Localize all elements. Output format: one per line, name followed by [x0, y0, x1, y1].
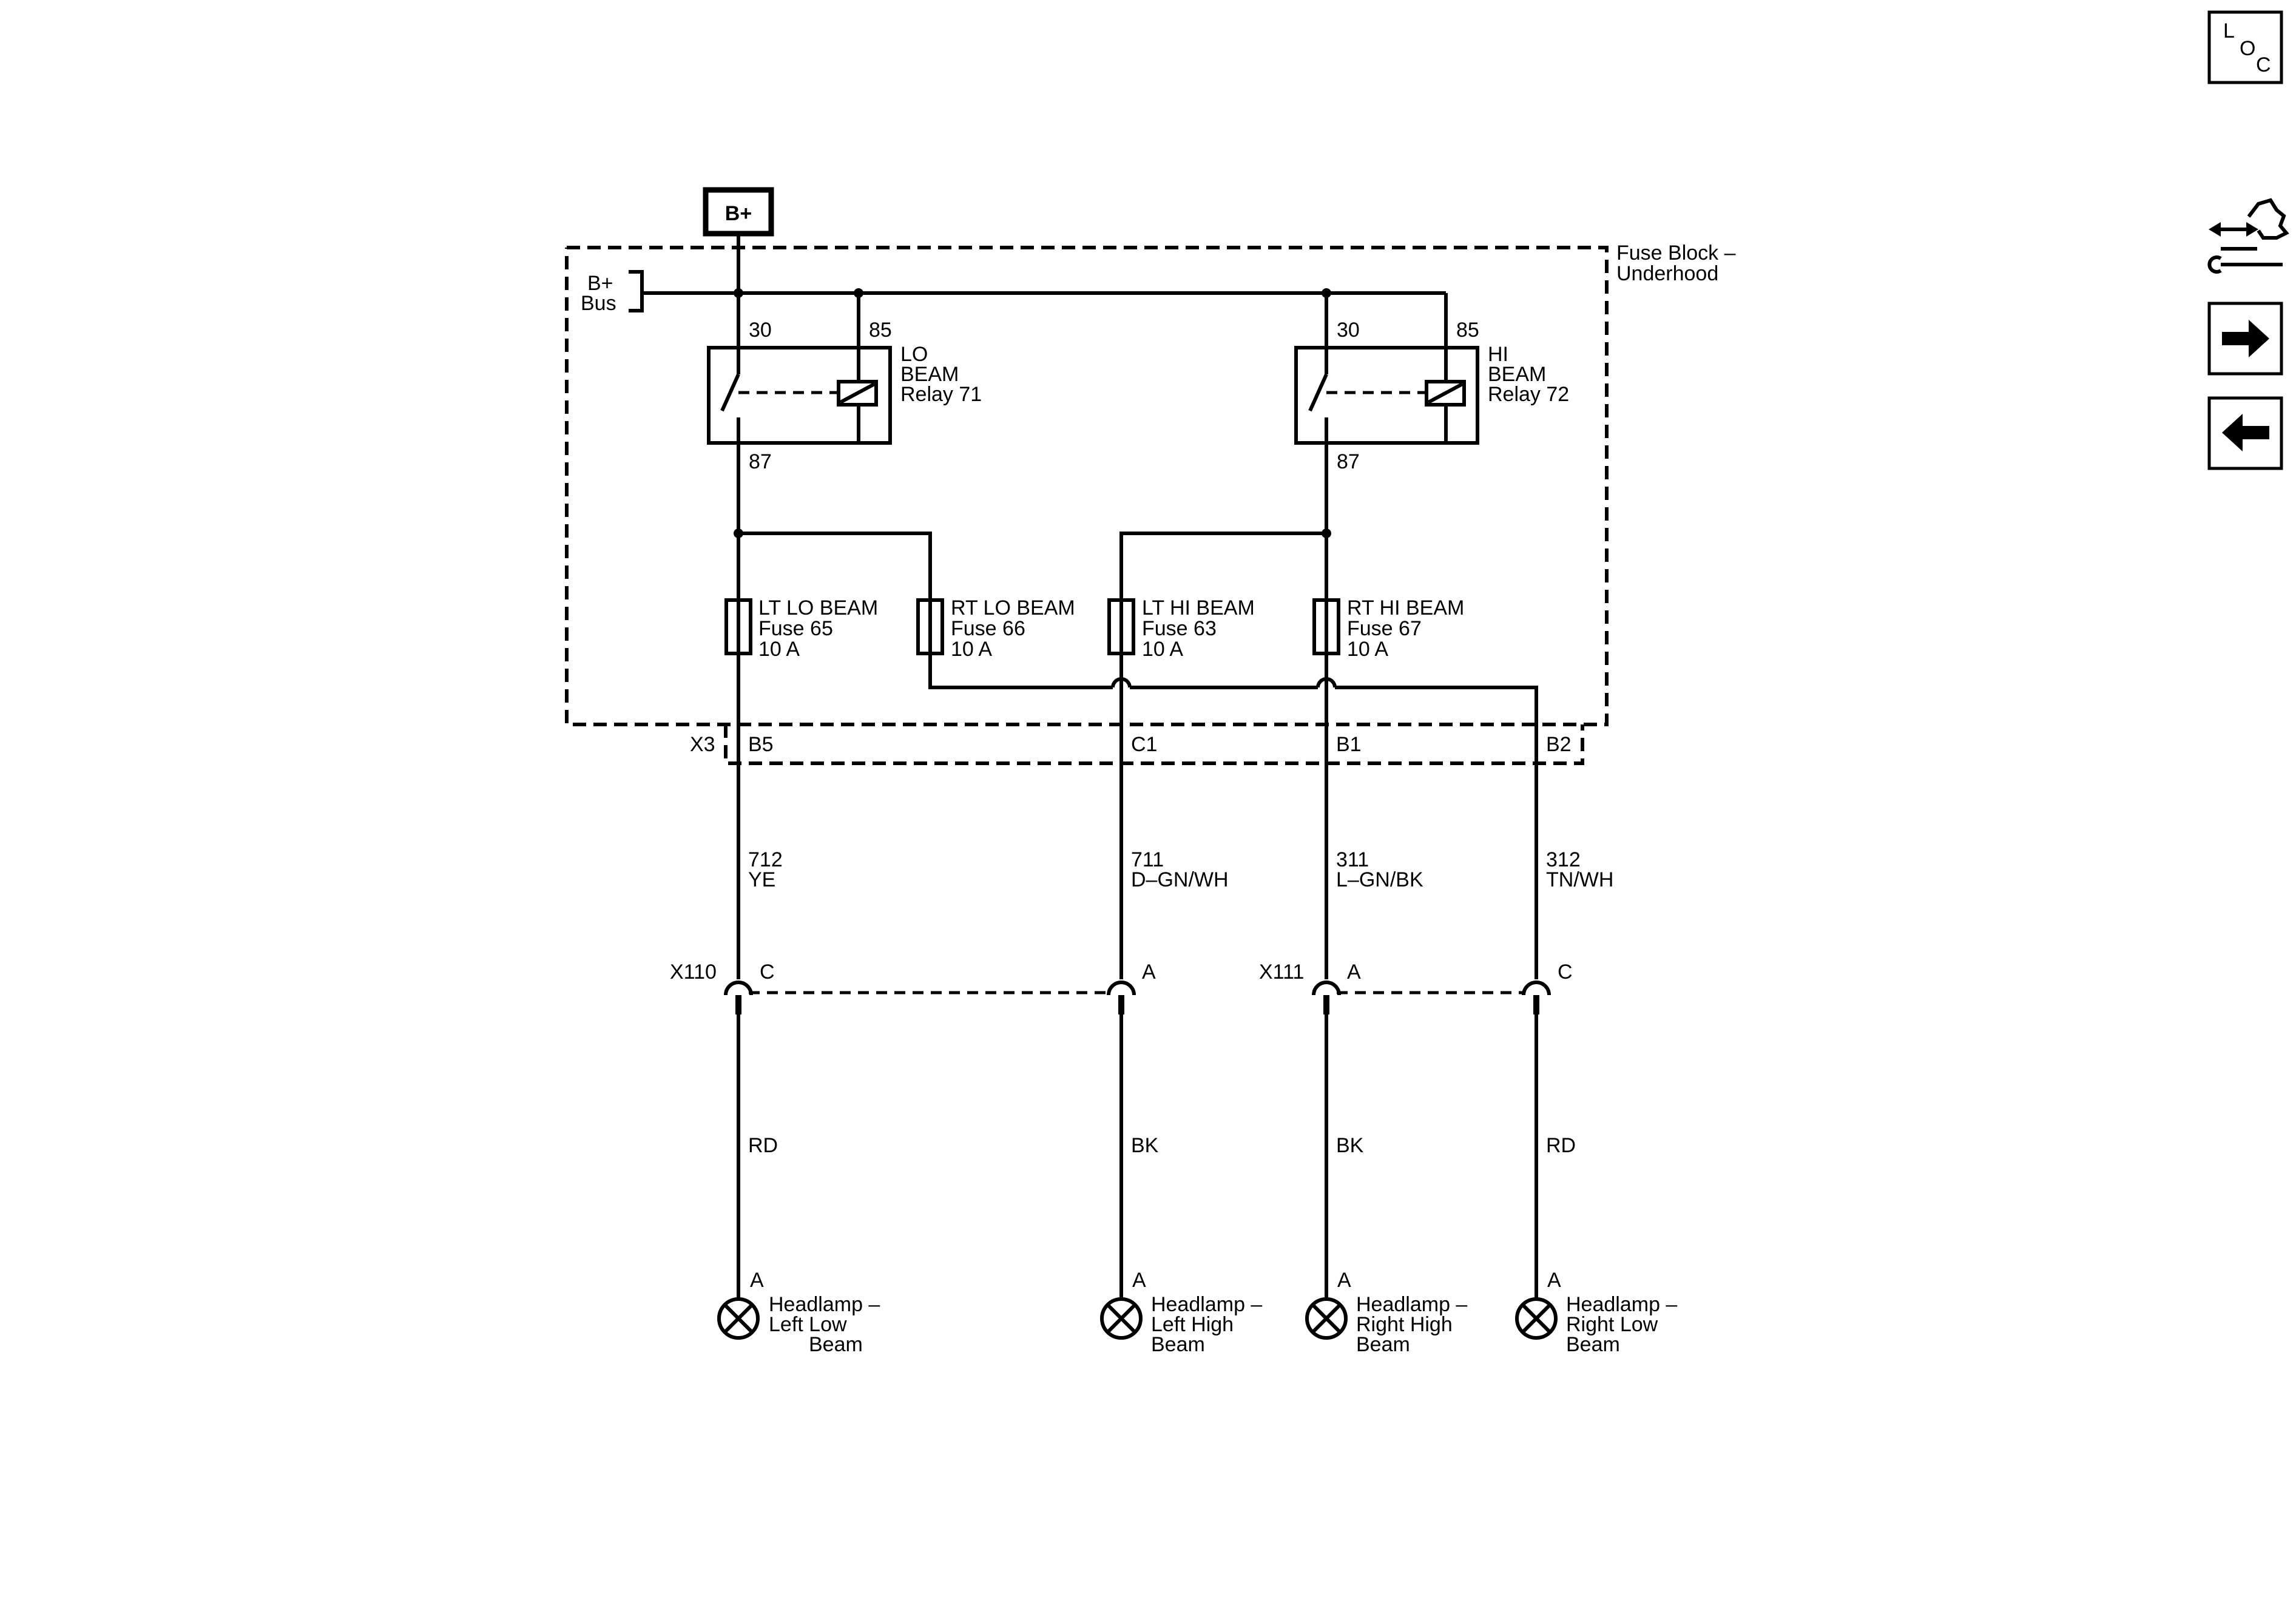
fuse65-number: Fuse 65	[758, 617, 833, 640]
inline-connectors: X110 C A X111 A C	[670, 960, 1573, 1014]
fuse-lt-lo-beam: LT LO BEAM Fuse 65 10 A	[724, 596, 878, 661]
relay72-label-3: Relay 72	[1488, 383, 1569, 406]
relay72-pin-30: 30	[1337, 319, 1360, 342]
previous-page-button[interactable]	[2207, 396, 2283, 470]
relay-output-wiring	[734, 528, 1331, 600]
relay71-pin-87: 87	[749, 450, 772, 473]
wire-711-number: 711	[1131, 848, 1164, 871]
wire-labels: 712 YE 711 D–GN/WH 311 L–GN/BK 312 TN/WH	[748, 848, 1613, 891]
arrow-left-icon	[2222, 414, 2269, 451]
lamp3-label-3: Beam	[1356, 1333, 1410, 1356]
wire-312-color: TN/WH	[1546, 868, 1613, 891]
x3-connector-pins: B5 C1 B1 B2	[748, 733, 1572, 756]
fuse67-name: RT HI BEAM	[1347, 596, 1464, 619]
bus-label: B+	[587, 272, 613, 295]
component-locator-button[interactable]: L O C	[2207, 10, 2283, 84]
b-plus-bus: B+ Bus	[581, 234, 1446, 315]
arrow-right-icon	[2222, 320, 2269, 357]
x3-pin-c1: C1	[1131, 733, 1157, 756]
lamp3-label-1: Headlamp –	[1356, 1293, 1467, 1316]
wire-311-number: 311	[1336, 848, 1369, 871]
battery-supply: B+	[703, 187, 774, 237]
relay72-pin-87: 87	[1337, 450, 1360, 473]
loc-letter-o: O	[2240, 37, 2255, 60]
lamp4-label-2: Right Low	[1566, 1313, 1658, 1336]
fuse-block-name-2: Underhood	[1616, 262, 1718, 285]
loc-letter-l: L	[2223, 19, 2235, 42]
relay72-label-2: BEAM	[1488, 363, 1546, 386]
relay72-label-1: HI	[1488, 343, 1508, 366]
lamp3-pin: A	[1337, 1269, 1351, 1292]
relay71-label-3: Relay 71	[900, 383, 982, 406]
wire-712-color: YE	[748, 868, 775, 891]
lamp1-label-2: Left Low	[769, 1313, 847, 1336]
wire-711-color: D–GN/WH	[1131, 868, 1229, 891]
lamp-wire-color-4: RD	[1546, 1134, 1576, 1157]
fuse-output-wiring	[737, 653, 1538, 979]
x111-pin-c: C	[1558, 960, 1573, 984]
x3-pin-b2: B2	[1546, 733, 1572, 756]
lamp1-label-1: Headlamp –	[769, 1293, 880, 1316]
supply-label: B+	[725, 202, 752, 225]
x3-connector-label: X3	[690, 733, 715, 756]
fuse65-rating: 10 A	[758, 638, 800, 661]
headlamp-left-low: A Headlamp – Left Low Beam	[717, 1269, 880, 1356]
x111-label: X111	[1259, 960, 1304, 984]
x110-label: X110	[670, 960, 717, 984]
x111-pin-a: A	[1347, 960, 1361, 984]
hi-beam-relay: 30 85 87 HI BEAM Relay 72	[1294, 293, 1569, 533]
loc-letter-c: C	[2256, 53, 2271, 76]
wire-712-number: 712	[748, 848, 783, 871]
lamp1-label-3: Beam	[809, 1333, 863, 1356]
fuse65-name: LT LO BEAM	[758, 596, 878, 619]
lamp4-label-1: Headlamp –	[1566, 1293, 1677, 1316]
lamp-wire-color-3: BK	[1336, 1134, 1364, 1157]
wire-311-color: L–GN/BK	[1336, 868, 1423, 891]
lamp-feed-wires: RD BK BK RD	[737, 1014, 1576, 1298]
lamp-wire-color-2: BK	[1131, 1134, 1159, 1157]
lamp2-label-3: Beam	[1151, 1333, 1205, 1356]
lamp2-label-2: Left High	[1151, 1313, 1234, 1336]
x110-pin-a: A	[1142, 960, 1156, 984]
fuse66-name: RT LO BEAM	[951, 596, 1075, 619]
fuse67-rating: 10 A	[1347, 638, 1388, 661]
relay71-pin-85: 85	[869, 319, 892, 342]
lamp1-pin: A	[750, 1269, 764, 1292]
wire-312-number: 312	[1546, 848, 1581, 871]
x110-pin-c: C	[760, 960, 775, 984]
relay72-pin-85: 85	[1456, 319, 1479, 342]
fuse-lt-hi-beam: LT HI BEAM Fuse 63 10 A	[1107, 596, 1255, 661]
connector-wrench-icon[interactable]	[2207, 198, 2289, 274]
bus-label-2: Bus	[581, 292, 616, 315]
relay71-label-1: LO	[900, 343, 928, 366]
relay71-pin-30: 30	[749, 319, 772, 342]
lamp3-label-2: Right High	[1356, 1313, 1453, 1336]
lamp4-pin: A	[1547, 1269, 1561, 1292]
lamp2-pin: A	[1132, 1269, 1146, 1292]
fuse63-rating: 10 A	[1142, 638, 1183, 661]
fuse66-number: Fuse 66	[951, 617, 1025, 640]
lo-beam-relay: 30 85 87 LO BEAM Relay 71	[707, 293, 982, 533]
lamp2-label-1: Headlamp –	[1151, 1293, 1262, 1316]
fuse-block-name: Fuse Block –	[1616, 241, 1736, 265]
fuse-block-underhood: Fuse Block – Underhood X3	[565, 241, 1736, 765]
fuse-rt-hi-beam: RT HI BEAM Fuse 67 10 A	[1312, 596, 1464, 661]
fuse66-rating: 10 A	[951, 638, 992, 661]
headlamp-right-low: A Headlamp – Right Low Beam	[1515, 1269, 1677, 1356]
x3-pin-b5: B5	[748, 733, 774, 756]
fuse-rt-lo-beam: RT LO BEAM Fuse 66 10 A	[916, 596, 1075, 661]
lamp-wire-color-1: RD	[748, 1134, 778, 1157]
fuse63-name: LT HI BEAM	[1142, 596, 1255, 619]
relay71-label-2: BEAM	[900, 363, 959, 386]
x3-pin-b1: B1	[1336, 733, 1362, 756]
headlamp-left-high: A Headlamp – Left High Beam	[1100, 1269, 1262, 1356]
fuse63-number: Fuse 63	[1142, 617, 1217, 640]
lamp4-label-3: Beam	[1566, 1333, 1620, 1356]
next-page-button[interactable]	[2207, 302, 2283, 376]
fuse67-number: Fuse 67	[1347, 617, 1422, 640]
headlamp-right-high: A Headlamp – Right High Beam	[1305, 1269, 1467, 1356]
